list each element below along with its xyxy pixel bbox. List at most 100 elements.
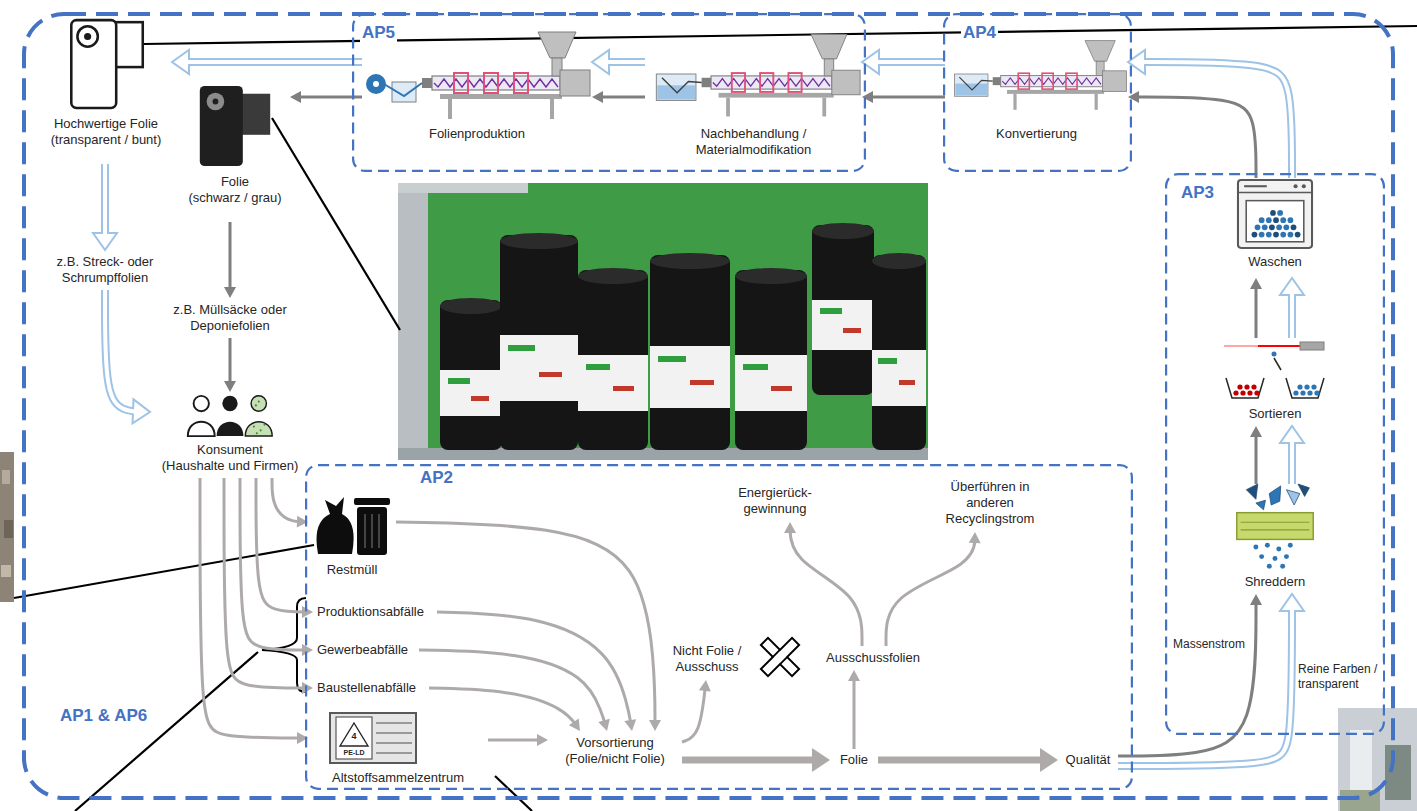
flow-arrow xyxy=(1128,91,1256,178)
extruder-barrel xyxy=(1001,76,1103,87)
arrow-head xyxy=(1280,426,1304,443)
plastic-flake xyxy=(1259,217,1265,223)
sorting-step: Sortieren xyxy=(1218,338,1332,426)
red-flake xyxy=(1233,390,1238,395)
plastic-flake xyxy=(1288,232,1294,238)
flow-arrow xyxy=(886,532,981,646)
resin-code: PE-LD xyxy=(344,749,365,756)
product-label: z.B. Streck- oder Schrumpffolien xyxy=(40,250,170,290)
flow-arrow xyxy=(862,91,945,103)
shredded-flake xyxy=(1267,564,1272,569)
heater-band xyxy=(732,73,745,92)
arrow-line xyxy=(878,757,1058,764)
plastic-flake xyxy=(1259,232,1265,238)
film-roll xyxy=(366,74,386,94)
project-boundary: AP1 & AP6AP5FolienproduktionNachbehandlu… xyxy=(22,12,1395,800)
arrow-head xyxy=(224,287,236,298)
machine-leg xyxy=(822,98,826,117)
photo-background xyxy=(398,183,928,460)
node-label: Shreddern xyxy=(1245,574,1306,590)
node-label: (schwarz / grau) xyxy=(188,190,281,206)
washer-knob xyxy=(1302,184,1306,188)
plastic-flake xyxy=(1273,217,1279,223)
shredded-flake xyxy=(1259,554,1264,559)
waste-source: Produktionsabfälle xyxy=(313,602,437,622)
arrow-line xyxy=(290,96,362,99)
arrow-line xyxy=(1128,97,1256,178)
product-label: z.B. Müllsäcke oder Deponiefolien xyxy=(168,298,292,338)
arrow-line xyxy=(429,688,580,731)
flow-arrow xyxy=(1118,594,1304,766)
arrow-head xyxy=(93,233,117,250)
arrow-channel xyxy=(862,60,945,64)
arrow-head xyxy=(1250,278,1262,289)
arrow-head xyxy=(592,50,609,74)
red-flake xyxy=(1237,384,1242,389)
reject-label: Nicht Folie / Ausschuss xyxy=(663,638,751,680)
flow-arrow xyxy=(784,522,862,646)
arrow-head xyxy=(133,399,150,423)
package-label: AP3 xyxy=(1179,183,1216,203)
arrow-head xyxy=(1280,278,1304,295)
red-flake xyxy=(1251,384,1256,389)
arrow-head xyxy=(1128,91,1139,103)
node-label: Restmüll xyxy=(327,562,378,578)
container-rib xyxy=(376,722,412,724)
shredded-flake xyxy=(1288,543,1293,548)
heater-band xyxy=(1042,73,1053,89)
arrow-line xyxy=(272,478,308,522)
roll-core xyxy=(77,26,97,46)
flow-arrow xyxy=(93,164,117,250)
extruder-die xyxy=(993,77,1001,85)
leader-line xyxy=(14,545,314,598)
arrow-head xyxy=(862,91,873,103)
feed-hopper xyxy=(538,32,576,58)
arrow-channel xyxy=(103,164,107,250)
roll-hole xyxy=(84,33,91,40)
roll-core xyxy=(207,93,225,111)
waste-source: Restmüll xyxy=(308,490,396,582)
arrow-line xyxy=(886,532,975,646)
arrow-line xyxy=(1288,278,1296,338)
waste-source: Baustellenabfälle xyxy=(313,678,429,698)
shredding-step: Shreddern xyxy=(1222,484,1328,594)
plastic-flake xyxy=(1283,224,1289,230)
arrow-line xyxy=(1128,62,1292,178)
laser-beam xyxy=(1224,345,1258,347)
dot-pattern xyxy=(263,424,265,426)
extruder-screw xyxy=(713,79,830,87)
dot-pattern xyxy=(260,429,262,431)
reject-cross xyxy=(749,626,811,688)
arrow-head xyxy=(1040,748,1058,772)
extruder-screw xyxy=(434,79,558,87)
node-label: Altstoffsammelzentrum xyxy=(332,770,464,786)
process-icon xyxy=(328,710,418,766)
plastic-flake xyxy=(1273,232,1279,238)
flow-arrow xyxy=(848,670,860,749)
plastic-flake xyxy=(1276,224,1282,230)
arrow-line xyxy=(224,478,313,688)
washer-body xyxy=(1238,180,1312,248)
plastic-flake xyxy=(1280,232,1286,238)
washer-knob xyxy=(1294,184,1298,188)
flow-arrow xyxy=(878,748,1058,772)
node-label: Hochwertige Folie xyxy=(54,116,158,132)
heater-band xyxy=(760,73,773,92)
heater-band xyxy=(788,73,801,92)
arrow-head xyxy=(537,734,548,746)
arrow-head xyxy=(649,720,661,731)
drive-motor xyxy=(1103,71,1127,92)
node-label: z.B. Streck- oder Schrumpffolien xyxy=(46,254,164,286)
container-rib xyxy=(376,752,412,754)
container-rib xyxy=(376,742,412,744)
flow-arrow xyxy=(1118,594,1262,756)
machine-stand xyxy=(440,94,562,99)
leader-line xyxy=(75,652,258,811)
process-icon xyxy=(150,392,310,438)
arrow-head xyxy=(1250,594,1262,605)
arrow-line xyxy=(682,757,830,764)
bag-roll xyxy=(500,233,578,450)
plastic-flake xyxy=(1252,232,1258,238)
machine-stand xyxy=(1007,90,1104,94)
heater-band xyxy=(454,73,468,93)
